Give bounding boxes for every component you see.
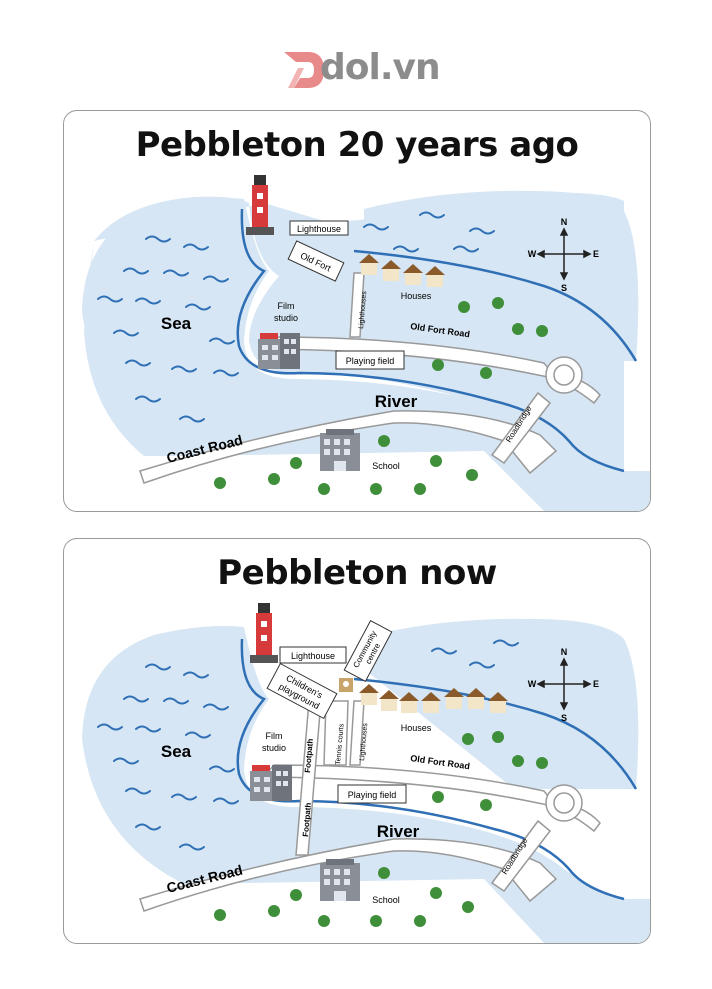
houses-label: Houses [401, 723, 432, 733]
sea-waves [97, 639, 519, 851]
school-icon [320, 859, 360, 901]
coast-road [139, 410, 558, 484]
film-studio-label-1: Film [266, 731, 283, 741]
tennis-courts-road [323, 700, 349, 766]
compass-e: E [593, 679, 599, 689]
film-studio-label-2: studio [262, 743, 286, 753]
map-before-title: Pebbleton 20 years ago [135, 125, 579, 165]
river-label: River [375, 392, 418, 411]
shore-line [353, 249, 638, 362]
lighthouse-label: Lighthouse [291, 651, 335, 661]
old-fort-road-label: Old Fort Road [410, 753, 471, 771]
compass-icon [536, 227, 592, 281]
roadbridge-road [490, 819, 552, 893]
map-before-panel: Pebbleton 20 years ago [63, 110, 651, 512]
film-studio-label-1: Film [278, 301, 295, 311]
compass-s: S [561, 283, 567, 293]
compass-e: E [593, 249, 599, 259]
map-now: Lighthouse Community centre Children's p… [82, 603, 650, 943]
compass-w: W [528, 249, 537, 259]
river-line [236, 638, 625, 901]
playing-field-label: Playing field [346, 356, 395, 366]
houses-label: Houses [401, 291, 432, 301]
compass-w: W [528, 679, 537, 689]
lighthouses-road [349, 700, 365, 766]
sea-waves [97, 211, 495, 423]
school-label: School [372, 461, 400, 471]
roads [139, 688, 601, 912]
roadbridge-road [490, 391, 552, 465]
compass-icon [536, 657, 592, 711]
map-before: Lighthouse Old Fort Houses Lighthouses O… [82, 175, 650, 511]
houses-icons [359, 684, 508, 713]
tree-icons [214, 731, 548, 927]
community-centre-icon [339, 678, 353, 692]
houses-icons [359, 254, 445, 287]
school-icon [320, 429, 360, 471]
sea-label: Sea [161, 742, 192, 761]
old-fort-road [257, 764, 601, 833]
brand-logo [284, 52, 324, 88]
film-studio-icon [250, 765, 292, 801]
film-studio-icon [258, 333, 300, 369]
map-now-panel: Pebbleton now [63, 538, 651, 944]
river-line [236, 208, 625, 473]
compass-s: S [561, 713, 567, 723]
tennis-courts-label: Tennis courts [335, 723, 346, 765]
compass-n: N [561, 217, 568, 227]
lighthouses-road-label: Lighthouses [359, 722, 369, 761]
lighthouse-icon [250, 603, 278, 663]
lighthouses-road-label: Lighthouses [358, 290, 368, 329]
sea-label: Sea [161, 314, 192, 333]
map-now-title: Pebbleton now [217, 553, 497, 593]
logo-mark-icon [284, 52, 324, 88]
tree-icons [214, 297, 548, 495]
coast-road [139, 838, 558, 912]
shore-line [353, 677, 638, 790]
lighthouse-label: Lighthouse [297, 224, 341, 234]
film-studio-label-2: studio [274, 313, 298, 323]
compass-n: N [561, 647, 568, 657]
brand-name: dol.vn [320, 47, 441, 88]
school-label: School [372, 895, 400, 905]
lighthouse-icon [246, 175, 274, 235]
river-label: River [377, 822, 420, 841]
lighthouses-road [349, 272, 365, 338]
footpath-label-2: Footpath [301, 802, 313, 837]
playing-field-label: Playing field [348, 790, 397, 800]
footpath-label-1: Footpath [303, 738, 315, 773]
